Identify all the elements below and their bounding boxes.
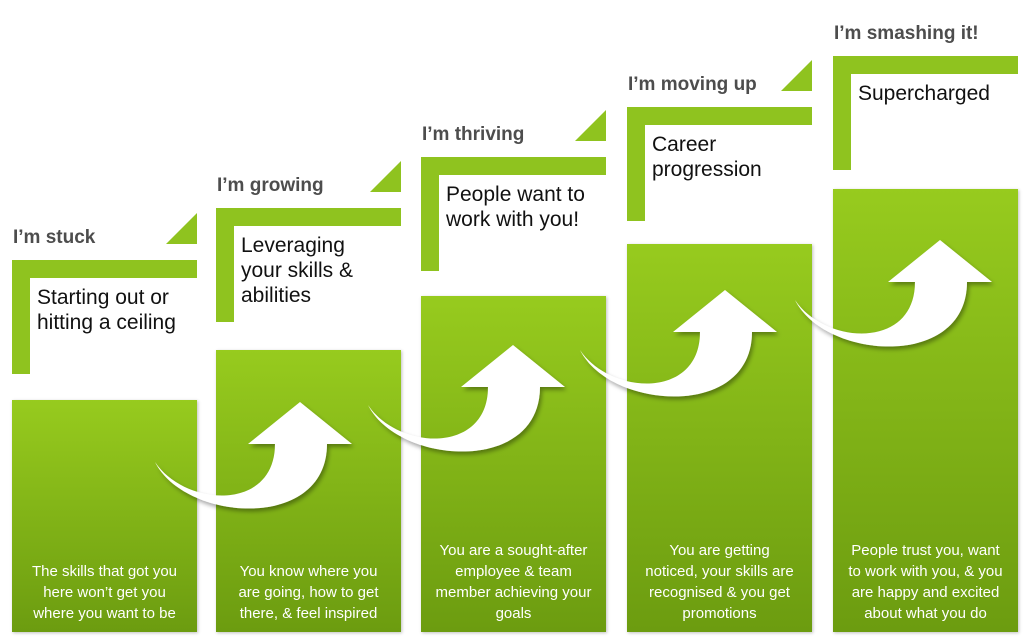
bracket-top xyxy=(627,107,812,125)
bracket-top xyxy=(421,157,606,175)
bracket-side xyxy=(421,157,439,271)
bracket-top xyxy=(216,208,401,226)
step-heading: I’m stuck xyxy=(13,227,96,248)
bracket-top xyxy=(833,56,1018,74)
step-description: You are getting noticed, your skills are… xyxy=(645,542,794,622)
step-subtitle: Supercharged xyxy=(858,82,990,105)
bracket-side xyxy=(216,208,234,322)
curved-up-arrow-icon xyxy=(155,402,352,509)
bracket-side xyxy=(833,56,851,170)
step-subtitle: Starting out or hitting a ceiling xyxy=(37,286,176,334)
step-description: The skills that got you here won’t get y… xyxy=(31,563,178,622)
step-description: You know where you are going, how to get… xyxy=(238,563,379,622)
step-heading: I’m moving up xyxy=(628,74,757,95)
bracket-side xyxy=(627,107,645,221)
step-heading: I’m smashing it! xyxy=(834,23,979,44)
bracket-side xyxy=(12,260,30,374)
step-heading: I’m thriving xyxy=(422,124,525,145)
curved-up-arrow-icon xyxy=(580,290,777,397)
step-subtitle: Leveraging your skills & abilities xyxy=(241,234,354,307)
step-subtitle: People want to work with you! xyxy=(446,183,585,231)
step-description: People trust you, want to work with you,… xyxy=(848,542,1003,622)
curved-up-arrow-icon xyxy=(795,240,992,347)
step-subtitle: Career progression xyxy=(652,133,762,181)
step-heading: I’m growing xyxy=(217,175,324,196)
curved-up-arrow-icon xyxy=(368,345,565,452)
bracket-top xyxy=(12,260,197,278)
step-description: You are a sought-after employee & team m… xyxy=(435,542,592,622)
step-bar: The skills that got you here won’t get y… xyxy=(12,400,197,632)
